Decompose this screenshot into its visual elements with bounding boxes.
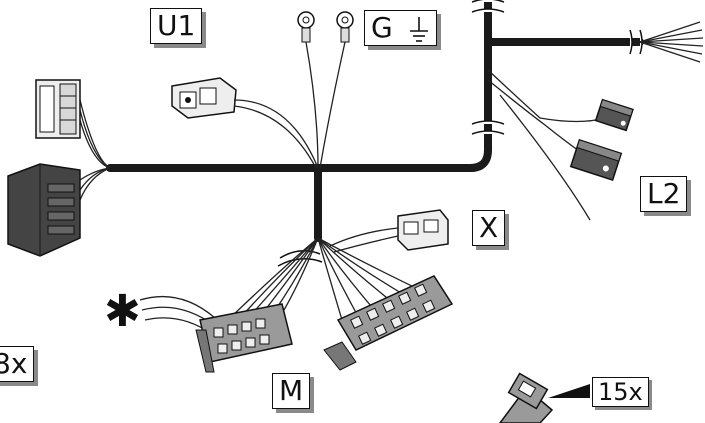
label-qty-15: 15x xyxy=(592,377,649,407)
connector-l2-small xyxy=(594,98,634,132)
label-qty-left: 8x xyxy=(0,346,35,382)
asterisk-marker: ✱ xyxy=(104,286,141,337)
connector-l2-large xyxy=(569,138,623,182)
connector-left-light xyxy=(35,79,81,139)
wires-m xyxy=(229,237,421,331)
wires-left xyxy=(79,99,111,201)
label-g-text: G xyxy=(371,11,393,44)
connector-x xyxy=(329,209,449,253)
cable-tie xyxy=(499,372,590,423)
label-g: G xyxy=(364,10,437,46)
label-l2: L2 xyxy=(640,176,688,212)
connector-m-left xyxy=(195,303,293,373)
label-m: M xyxy=(272,373,311,409)
label-u1: U1 xyxy=(150,8,203,44)
harness-trunk xyxy=(106,0,644,242)
connector-left-dark xyxy=(7,163,81,257)
wire-fan-right xyxy=(639,21,704,63)
connector-m-right xyxy=(323,275,454,371)
ground-symbol-icon xyxy=(409,17,428,42)
wires-l2 xyxy=(487,69,606,221)
connector-u1 xyxy=(171,77,237,119)
ground-ring-terminals xyxy=(297,11,354,169)
wires-u1 xyxy=(233,99,319,169)
label-x: X xyxy=(472,210,506,246)
